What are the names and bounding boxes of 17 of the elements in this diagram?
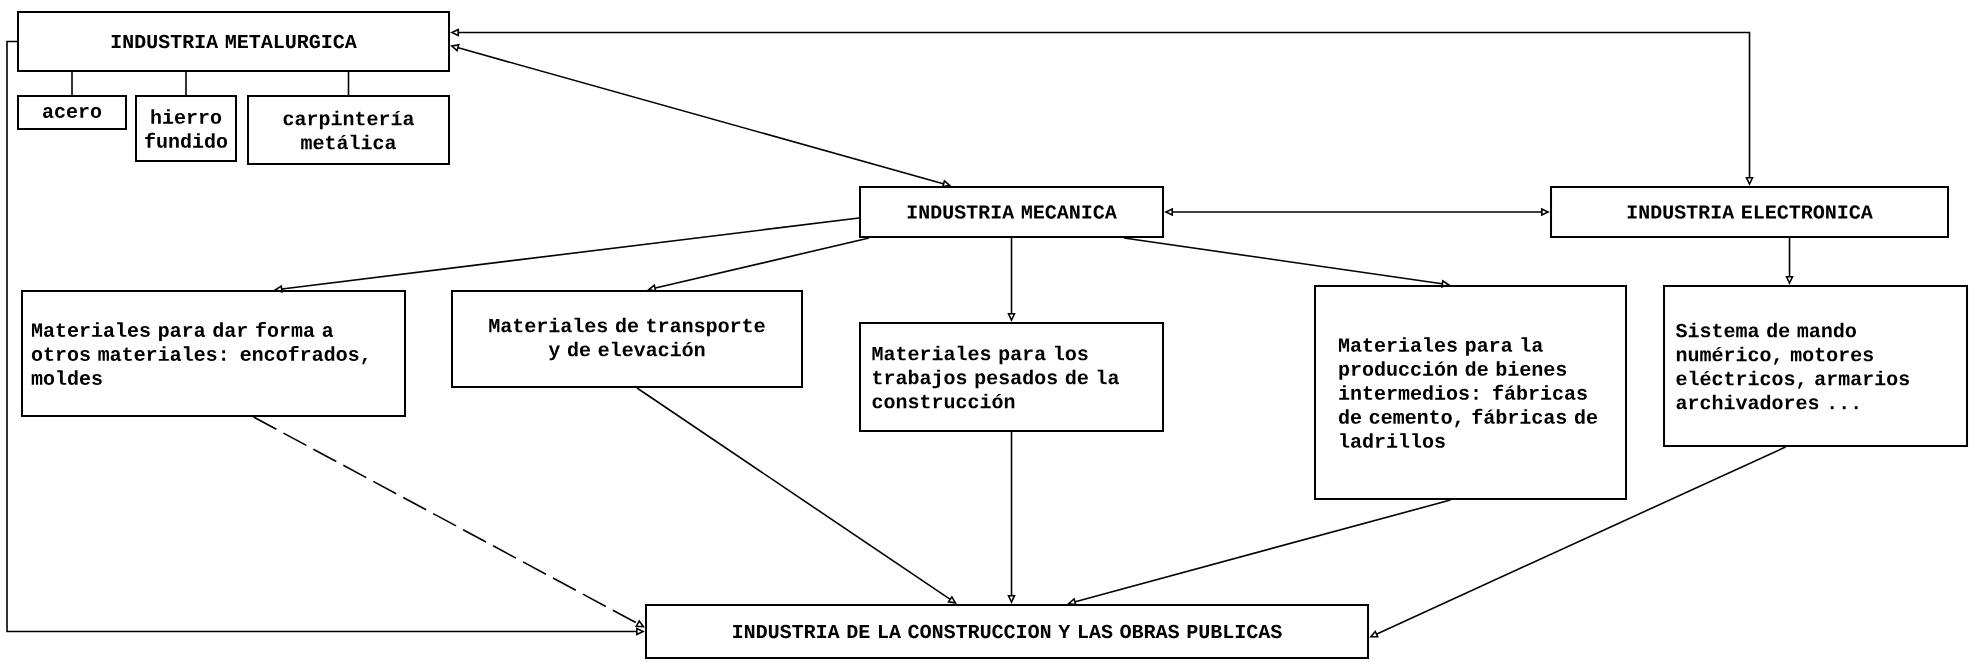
product-box: Sistema de mando numérico, motores eléctricos, armarios archivadores ... [1663,285,1968,447]
material-box: carpintería metálica [247,95,450,165]
material-box: hierro fundido [135,95,237,162]
product-box: Materiales para los trabajos pesados de la construcción [859,322,1164,432]
arrow [636,387,957,604]
arrow [252,416,645,628]
industry-box: INDUSTRIA METALURGICA [17,11,450,72]
connector-line [71,71,73,96]
industry-box: INDUSTRIA ELECTRONICA [1550,186,1949,238]
product-box: Materiales para la producción de bienes intermedios: fábricas de cemento, fábricas de ladrillos [1314,285,1627,500]
industry-box: INDUSTRIA DE LA CONSTRUCCION Y LAS OBRAS PUBLICAS [645,604,1369,659]
connector-line [185,71,187,96]
connector-line [347,71,350,96]
industry-box: INDUSTRIA MECANICA [859,186,1164,238]
material-box: acero [17,95,127,130]
product-box: Materiales de transporte y de elevación [451,290,803,388]
product-box: Materiales para dar forma a otros materiales: encofrados, moldes [21,290,406,417]
